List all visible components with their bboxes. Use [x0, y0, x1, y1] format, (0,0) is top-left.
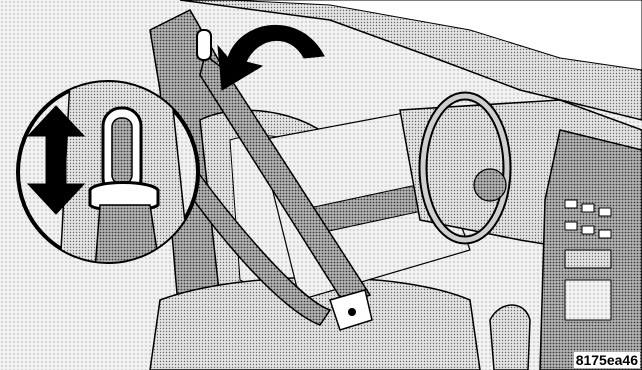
windshield [229, 0, 642, 71]
shoulder-belt-anchor [196, 29, 212, 61]
inset-webbing [94, 204, 161, 262]
steering-hub [473, 168, 507, 202]
figure-code-label: 8175ea46 [573, 352, 640, 368]
buckle-slot [348, 308, 356, 316]
lap-belt-webbing [158, 138, 332, 326]
gear-shifter [489, 304, 531, 370]
radio-buttons [564, 199, 612, 321]
up-down-arrow-icon [26, 105, 86, 215]
steering-wheel-highlight [420, 93, 510, 243]
height-adjuster-knob [111, 117, 133, 185]
rotate-arrow-icon [217, 24, 325, 91]
inset-detail [16, 80, 200, 264]
